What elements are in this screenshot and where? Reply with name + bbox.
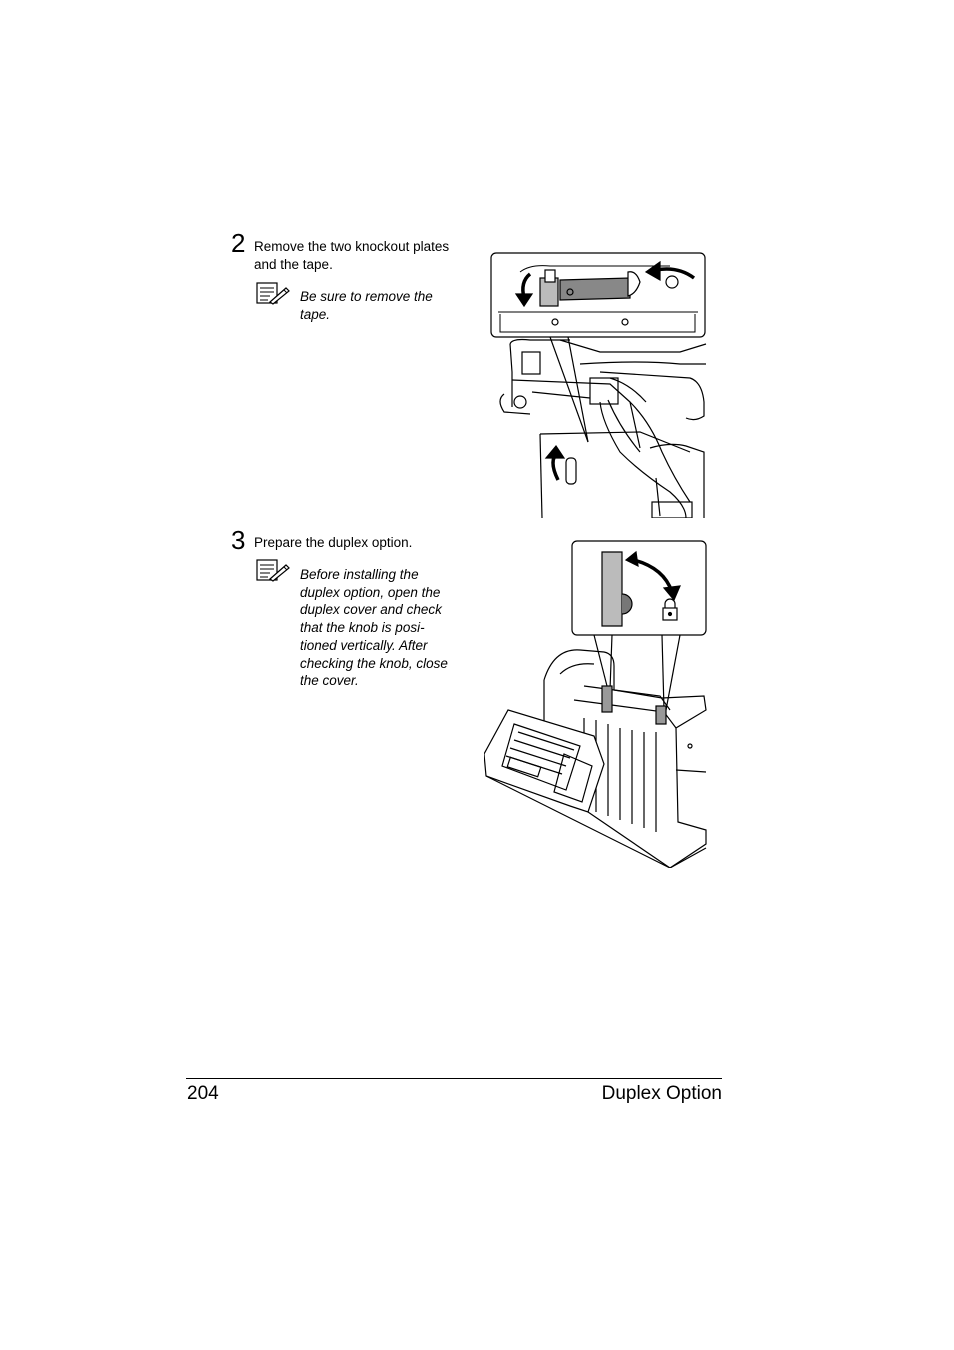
step-2-text-line-2: and the tape. (254, 257, 333, 272)
footer-rule (186, 1078, 722, 1079)
step-2-note: Be sure to remove the tape. (300, 288, 470, 323)
note-pencil-icon (256, 559, 290, 583)
step-3-note-line-5: tioned vertically. After (300, 637, 428, 653)
step-3-note-line-3: duplex cover and check (300, 602, 442, 618)
section-title: Duplex Option (601, 1083, 722, 1104)
step-2-note-line-2: tape. (300, 306, 331, 322)
step-3-text: Prepare the duplex option. (254, 534, 474, 552)
step-3-note-line-1: Before installing the (300, 567, 419, 582)
page-number: 204 (187, 1083, 219, 1104)
note-pencil-icon (256, 282, 290, 306)
step-3-text-line-1: Prepare the duplex option. (254, 535, 413, 550)
curved-arrow-icon (662, 585, 681, 602)
duplex-option-illustration (484, 540, 710, 868)
step-2-number: 2 (231, 228, 246, 258)
step-3-note-line-2: duplex option, open the (300, 584, 441, 600)
lock-icon (662, 598, 678, 621)
step-2-text-line-1: Remove the two knockout plates (254, 239, 450, 254)
step-3-note-line-4: that the knob is posi- (300, 620, 425, 636)
knockout-plates-illustration (490, 252, 708, 518)
step-2-text: Remove the two knockout plates and the t… (254, 238, 474, 274)
step-3-note-line-6: checking the knob, close (300, 655, 448, 671)
step-3-note: Before installing the duplex option, ope… (300, 566, 475, 690)
step-3-note-line-7: the cover. (300, 673, 359, 689)
step-2-note-line-1: Be sure to remove the (300, 289, 433, 304)
step-3-number: 3 (231, 525, 246, 555)
